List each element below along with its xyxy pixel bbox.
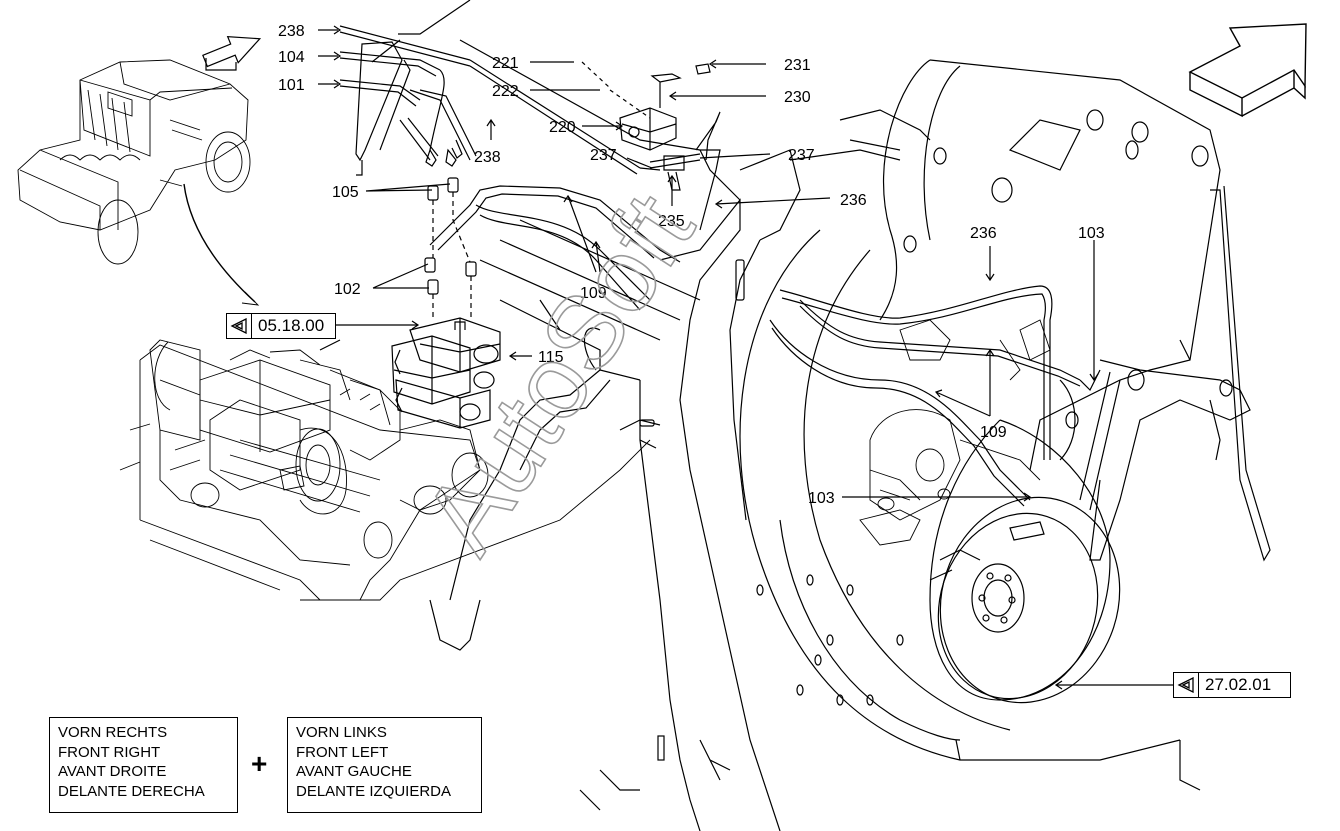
position-label-en: FRONT RIGHT [58, 743, 161, 761]
callout-104: 104 [278, 49, 305, 66]
callout-105: 105 [332, 184, 359, 201]
callout-222: 222 [492, 83, 519, 100]
eye-reference-icon [1174, 673, 1199, 697]
valve-block [391, 317, 501, 429]
callout-221: 221 [492, 55, 519, 72]
callout-237a: 237 [590, 147, 617, 164]
brake-hub-assembly [859, 319, 1051, 546]
callout-labels: 238 104 101 221 222 231 230 220 238 237 … [278, 23, 1105, 507]
reference-code: 27.02.01 [1205, 675, 1272, 694]
reference-link-05-18-00[interactable]: 05.18.00 [226, 313, 336, 339]
position-label-es: DELANTE IZQUIERDA [296, 782, 452, 800]
callout-236b: 236 [970, 225, 997, 242]
position-label-en: FRONT LEFT [296, 743, 389, 761]
callout-103b: 103 [808, 490, 835, 507]
callout-236a: 236 [840, 192, 867, 209]
callout-leaders [318, 25, 1173, 690]
engine-drivetrain [119, 339, 651, 601]
plus-sign: + [251, 748, 268, 779]
callout-101: 101 [278, 77, 305, 94]
fittings-and-dashed-guides [424, 177, 681, 320]
position-label-de: VORN RECHTS [58, 724, 168, 741]
position-box-front-left: VORN LINKS FRONT LEFT AVANT GAUCHE DELAN… [287, 717, 482, 813]
callout-231: 231 [784, 57, 811, 74]
watermark-text: AutoSoft [402, 175, 717, 573]
position-box-front-right: VORN RECHTS FRONT RIGHT AVANT DROITE DEL… [49, 717, 238, 813]
direction-arrow-icon [202, 35, 262, 71]
callout-109a: 109 [580, 285, 607, 302]
position-label-es: DELANTE DERECHA [58, 782, 205, 800]
callout-109b: 109 [980, 424, 1007, 441]
callout-230: 230 [784, 89, 811, 106]
callout-235: 235 [658, 213, 685, 230]
callout-238: 238 [278, 23, 305, 40]
callout-238b: 238 [474, 149, 501, 166]
reference-code: 05.18.00 [258, 316, 325, 335]
position-label-fr: AVANT DROITE [58, 763, 167, 780]
position-label-fr: AVANT GAUCHE [296, 763, 412, 780]
callout-115: 115 [538, 349, 564, 366]
callout-103a: 103 [1078, 225, 1105, 242]
hose-lines-upper [339, 25, 641, 176]
callout-237b: 237 [788, 147, 815, 164]
callout-220: 220 [549, 119, 576, 136]
callout-102: 102 [334, 281, 361, 298]
direction-arrow-icon [1188, 23, 1307, 118]
drum-and-wheel [739, 229, 1201, 791]
position-label-de: VORN LINKS [296, 724, 387, 741]
chassis-frame [309, 0, 801, 831]
side-plate-and-arm [789, 59, 1271, 562]
machine-overview-thumbnail [17, 59, 260, 306]
reference-link-27-02-01[interactable]: 27.02.01 [1173, 672, 1291, 698]
brake-lines-right [769, 285, 1101, 507]
eye-reference-icon [227, 314, 252, 338]
